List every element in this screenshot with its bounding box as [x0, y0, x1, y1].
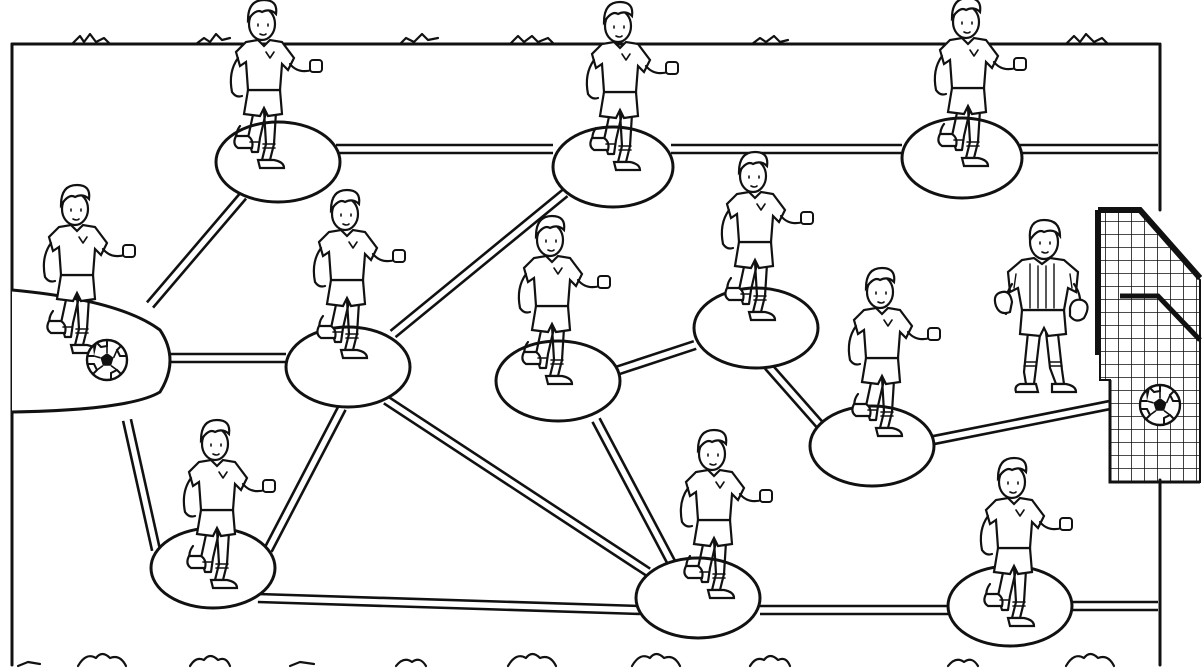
- path-edge: [770, 362, 824, 424]
- maze-paths: [121, 143, 1158, 616]
- grass-top: [70, 32, 1110, 46]
- path-edge: [932, 399, 1110, 438]
- path-edge: [145, 192, 241, 304]
- path-edge: [591, 421, 676, 578]
- maze-stone[interactable]: [946, 564, 1074, 648]
- path-edge: [121, 420, 154, 552]
- path-edge: [129, 418, 162, 550]
- path-edge: [257, 600, 640, 616]
- goal-net-icon: [1095, 207, 1203, 484]
- path-edge: [394, 195, 569, 339]
- goalkeeper-icon: [993, 218, 1089, 394]
- maze-stone[interactable]: [808, 404, 936, 488]
- maze-stones: [149, 116, 1074, 648]
- path-edge: [383, 402, 647, 577]
- players: [42, 0, 1074, 628]
- maze-stone[interactable]: [149, 526, 277, 610]
- start-ball-icon: [85, 338, 129, 382]
- maze-stone[interactable]: [551, 125, 675, 209]
- path-edge: [611, 339, 695, 370]
- path-edge: [598, 417, 683, 574]
- path-edge: [389, 188, 564, 332]
- grass-bottom: [16, 652, 1116, 668]
- path-edge: [270, 409, 347, 553]
- path-edge: [613, 347, 697, 378]
- path-edge: [387, 395, 651, 570]
- path-edge: [764, 367, 818, 429]
- maze-stone[interactable]: [634, 556, 762, 640]
- path-edge: [934, 407, 1112, 446]
- path-edge: [258, 592, 641, 608]
- path-edge: [263, 405, 340, 549]
- path-edge: [152, 197, 248, 309]
- goal-ball-icon: [1138, 383, 1182, 427]
